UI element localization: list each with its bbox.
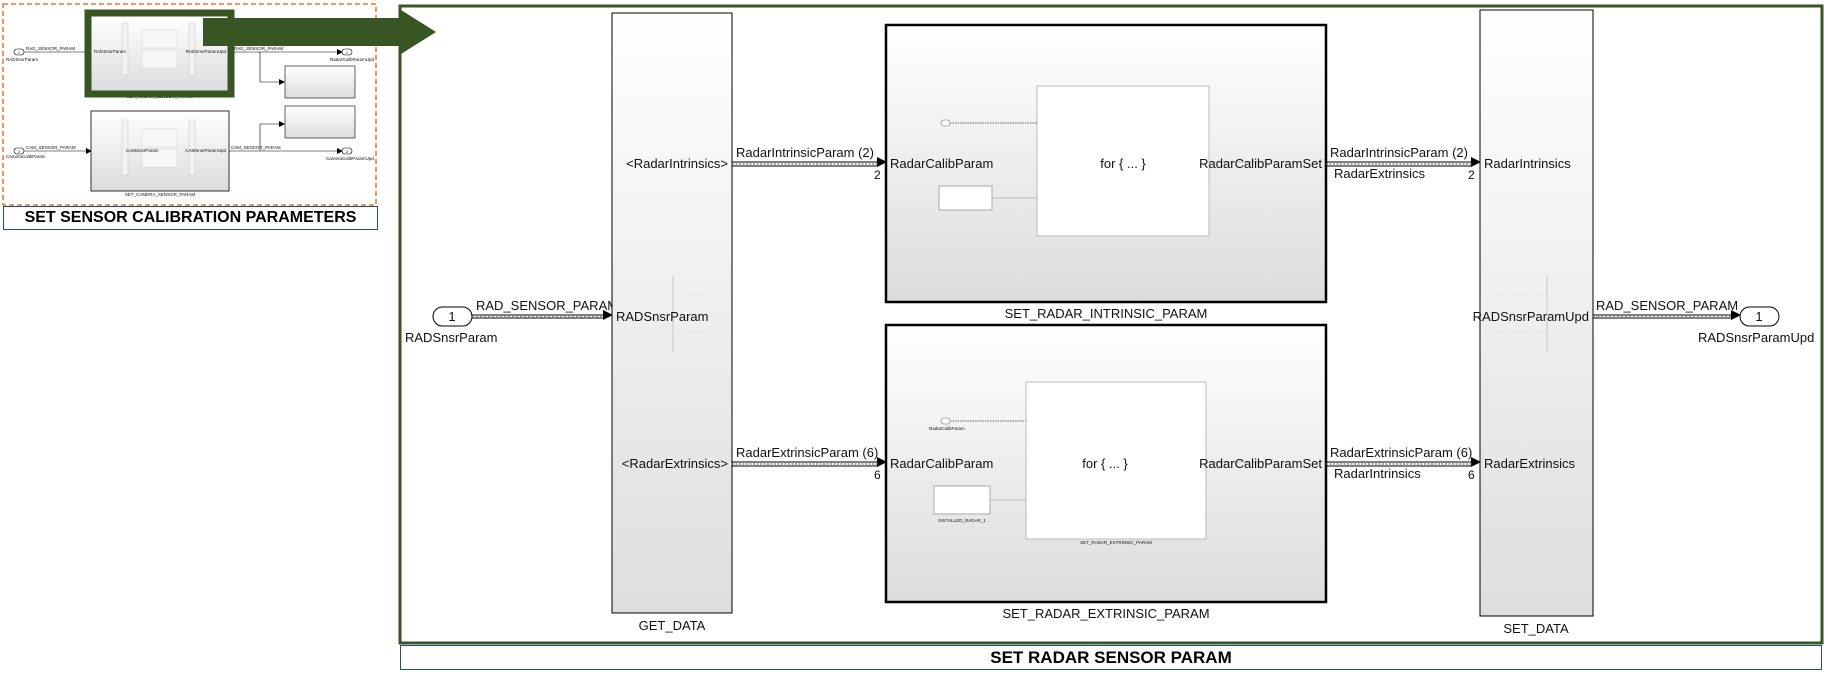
get-data-input-port: RADSnsrParam: [616, 309, 708, 324]
intrinsic-out-signal-top: RadarIntrinsicParam (2): [1330, 145, 1468, 160]
svg-text:1: 1: [18, 50, 21, 55]
overview-panel: 1 RAD_SENSOR_PARAM RADSnsrParam RADSnsrP…: [2, 3, 436, 206]
overview-radar-display: [284, 65, 356, 99]
overview-camera-out-signal: CAM_SENSOR_PARAM: [231, 145, 281, 150]
extrinsic-in-width: 6: [874, 468, 881, 482]
overview-radar-in-signal: RAD_SENSOR_PARAM: [26, 46, 75, 51]
extrinsic-out-signal-bottom: RadarIntrinsics: [1334, 466, 1421, 481]
overview-radar-out-label: RadarCalibParamUpd: [330, 57, 375, 62]
overview-radar-out-signal: RAD_SENSOR_PARAM: [234, 46, 283, 51]
overview-camera-block[interactable]: CAMSnsrParam CAMSnsrParamUpd: [90, 110, 230, 192]
zoom-arrow-shaft: [203, 18, 403, 46]
set-data-block[interactable]: [1479, 9, 1594, 617]
extrinsic-inner-name: SET_RADAR_EXTRINSIC_PARAM: [1080, 540, 1152, 545]
intrinsic-out-width: 2: [1468, 168, 1475, 182]
svg-text:CAMSnsrParamUpd: CAMSnsrParamUpd: [185, 148, 226, 153]
extrinsic-in-bus: [732, 457, 887, 467]
svg-text:1: 1: [346, 50, 349, 55]
extrinsic-block-input: RadarCalibParam: [890, 456, 993, 471]
overview-radar-inport[interactable]: 1: [13, 48, 25, 56]
extrinsic-block-output: RadarCalibParamSet: [1199, 456, 1322, 471]
overview-camera-in-signal: CAM_SENSOR_PARAM: [26, 145, 76, 150]
detail-outport-name: RADSnsrParamUpd: [1698, 330, 1814, 345]
intrinsic-block-loop: for { ... }: [1100, 156, 1146, 171]
overview-radar-branch: [259, 52, 285, 85]
overview-highlight-frame: [84, 9, 235, 98]
extrinsic-out-signal-top: RadarExtrinsicParam (6): [1330, 445, 1472, 460]
intrinsic-in-signal: RadarIntrinsicParam (2): [736, 145, 874, 160]
detail-inport-name: RADSnsrParam: [405, 330, 497, 345]
intrinsic-out-signal-bottom: RadarExtrinsics: [1334, 166, 1426, 181]
overview-title: SET SENSOR CALIBRATION PARAMETERS: [3, 206, 378, 230]
overview-camera-outport[interactable]: 2: [341, 147, 353, 155]
extrinsic-block-loop: for { ... }: [1082, 456, 1128, 471]
overview-radar-in-label: RADSnsrParam: [6, 57, 38, 62]
intrinsic-block-output: RadarCalibParamSet: [1199, 156, 1322, 171]
detail-in-bus: [472, 310, 613, 320]
set-data-in-extrinsics: RadarExtrinsics: [1484, 456, 1576, 471]
detail-out-signal: RAD_SENSOR_PARAM: [1596, 298, 1738, 313]
detail-out-bus: [1593, 310, 1741, 320]
get-data-name: GET_DATA: [639, 618, 706, 633]
get-data-block[interactable]: [611, 12, 733, 614]
overview-camera-display: [284, 105, 356, 139]
zoom-arrow-head: [401, 10, 436, 54]
extrinsic-block[interactable]: [884, 323, 1328, 604]
intrinsic-in-bus: [732, 157, 887, 167]
set-data-output-port: RADSnsrParamUpd: [1473, 309, 1589, 324]
overview-camera-in-label: CameraCalibParam: [6, 154, 46, 159]
overview-camera-block-name: SET_CAMERA_SENSOR_PARAM: [125, 192, 195, 197]
intrinsic-in-width: 2: [874, 168, 881, 182]
detail-in-signal: RAD_SENSOR_PARAM: [476, 298, 618, 313]
detail-inport[interactable]: 1: [432, 306, 473, 327]
overview-camera-branch: [259, 121, 285, 151]
svg-text:2: 2: [18, 149, 21, 154]
extrinsic-inner-const-label: INSTALLED_RADAR_1: [938, 518, 986, 523]
detail-title: SET RADAR SENSOR PARAM: [400, 645, 1822, 670]
intrinsic-out-bus: [1326, 157, 1481, 167]
svg-text:2: 2: [346, 149, 349, 154]
get-data-out-intrinsics: <RadarIntrinsics>: [626, 156, 728, 171]
set-data-name: SET_DATA: [1503, 621, 1569, 636]
overview-camera-out-label: CameraCalibParamUpd: [326, 156, 374, 161]
svg-text:1: 1: [1755, 309, 1762, 324]
svg-text:1: 1: [448, 309, 455, 324]
get-data-out-extrinsics: <RadarExtrinsics>: [622, 456, 728, 471]
svg-text:RADSnsrParam: RADSnsrParam: [94, 49, 126, 54]
svg-text:RADSnsrParamUpd: RADSnsrParamUpd: [186, 49, 227, 54]
extrinsic-block-name: SET_RADAR_EXTRINSIC_PARAM: [1002, 606, 1209, 621]
intrinsic-block-input: RadarCalibParam: [890, 156, 993, 171]
detail-frame: [398, 4, 1824, 645]
svg-text:CAMSnsrParam: CAMSnsrParam: [126, 148, 159, 153]
detail-outport[interactable]: 1: [1739, 306, 1780, 327]
overview-radar-outport[interactable]: 1: [341, 48, 353, 56]
extrinsic-out-width: 6: [1468, 468, 1475, 482]
extrinsic-out-bus: [1326, 457, 1481, 467]
intrinsic-block-name: SET_RADAR_INTRINSIC_PARAM: [1005, 306, 1208, 321]
extrinsic-in-signal: RadarExtrinsicParam (6): [736, 445, 878, 460]
intrinsic-block[interactable]: [884, 23, 1328, 304]
set-data-in-intrinsics: RadarIntrinsics: [1484, 156, 1571, 171]
extrinsic-inner-port-label: RadarCalibParam: [929, 426, 965, 431]
